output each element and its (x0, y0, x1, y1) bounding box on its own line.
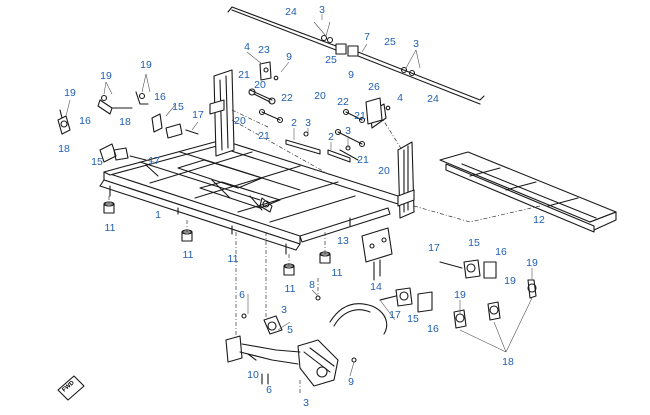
callout-25: 25 (384, 36, 396, 48)
callout-19: 19 (140, 59, 152, 71)
callout-14: 14 (370, 281, 382, 293)
callout-11: 11 (183, 249, 194, 261)
callout-16: 16 (79, 115, 91, 127)
callout-4: 4 (244, 41, 250, 53)
callout-15: 15 (468, 237, 480, 249)
callout-3: 3 (345, 125, 351, 137)
callout-13: 13 (337, 235, 349, 247)
callout-19: 19 (526, 257, 538, 269)
callout-3: 3 (305, 117, 311, 129)
callout-20: 20 (254, 79, 266, 91)
callout-16: 16 (495, 246, 507, 258)
skid-plate (361, 227, 393, 281)
callout-26: 26 (368, 81, 380, 93)
callout-21: 21 (258, 130, 270, 142)
callout-17: 17 (389, 309, 401, 321)
callout-20: 20 (234, 115, 246, 127)
callout-2: 2 (328, 131, 334, 143)
callout-11: 11 (228, 253, 239, 265)
callout-17: 17 (428, 242, 440, 254)
callout-16: 16 (154, 91, 166, 103)
callout-11: 11 (285, 283, 296, 295)
callout-9: 9 (348, 376, 354, 388)
callout-11: 11 (332, 267, 343, 279)
callout-15: 15 (91, 156, 103, 168)
callout-18: 18 (502, 356, 514, 368)
callout-3: 3 (319, 4, 325, 16)
main-frame (99, 139, 399, 255)
callout-19: 19 (454, 289, 466, 301)
left-mounts (57, 91, 199, 163)
callout-16: 16 (427, 323, 439, 335)
callout-6: 6 (239, 289, 245, 301)
callout-20: 20 (314, 90, 326, 102)
top-rod-assembly (227, 6, 485, 105)
callout-15: 15 (407, 313, 419, 325)
middle-links (248, 61, 391, 163)
callout-22: 22 (281, 92, 293, 104)
right-upright (369, 103, 415, 219)
left-upright (209, 69, 331, 176)
callout-15: 15 (172, 101, 184, 113)
callout-9: 9 (348, 69, 354, 81)
callouts: 24 3 7 25 3 25 24 4 23 9 21 20 19 19 19 … (58, 4, 545, 409)
callout-4: 4 (397, 92, 403, 104)
callout-25: 25 (325, 54, 337, 66)
callout-1: 1 (155, 209, 161, 221)
callout-12: 12 (533, 214, 545, 226)
callout-24: 24 (427, 93, 439, 105)
callout-21: 21 (238, 69, 250, 81)
callout-10: 10 (247, 369, 259, 381)
callout-3: 3 (281, 304, 287, 316)
right-mounts (379, 259, 537, 353)
callout-20: 20 (378, 165, 390, 177)
callout-17: 17 (148, 155, 160, 167)
callout-23: 23 (258, 44, 270, 56)
callout-11: 11 (105, 222, 116, 234)
callout-5: 5 (287, 324, 293, 336)
bumpers (103, 196, 331, 276)
callout-19: 19 (64, 87, 76, 99)
callout-7: 7 (364, 31, 370, 43)
callout-17: 17 (192, 109, 204, 121)
cargo-rack (413, 151, 617, 233)
callout-21: 21 (357, 154, 369, 166)
callout-3: 3 (413, 38, 419, 50)
callout-21: 21 (354, 110, 366, 122)
callout-24: 24 (285, 6, 297, 18)
callout-19: 19 (100, 70, 112, 82)
callout-8: 8 (309, 279, 315, 291)
callout-2: 2 (291, 117, 297, 129)
fwd-arrow-icon: FWD (57, 375, 85, 401)
callout-22: 22 (337, 96, 349, 108)
callout-18: 18 (58, 143, 70, 155)
callout-18: 18 (119, 116, 131, 128)
lower-actuator (225, 232, 388, 394)
callout-3: 3 (303, 397, 309, 409)
callout-6: 6 (266, 384, 272, 396)
leader-lines (65, 14, 533, 377)
callout-9: 9 (286, 51, 292, 63)
callout-19: 19 (504, 275, 516, 287)
